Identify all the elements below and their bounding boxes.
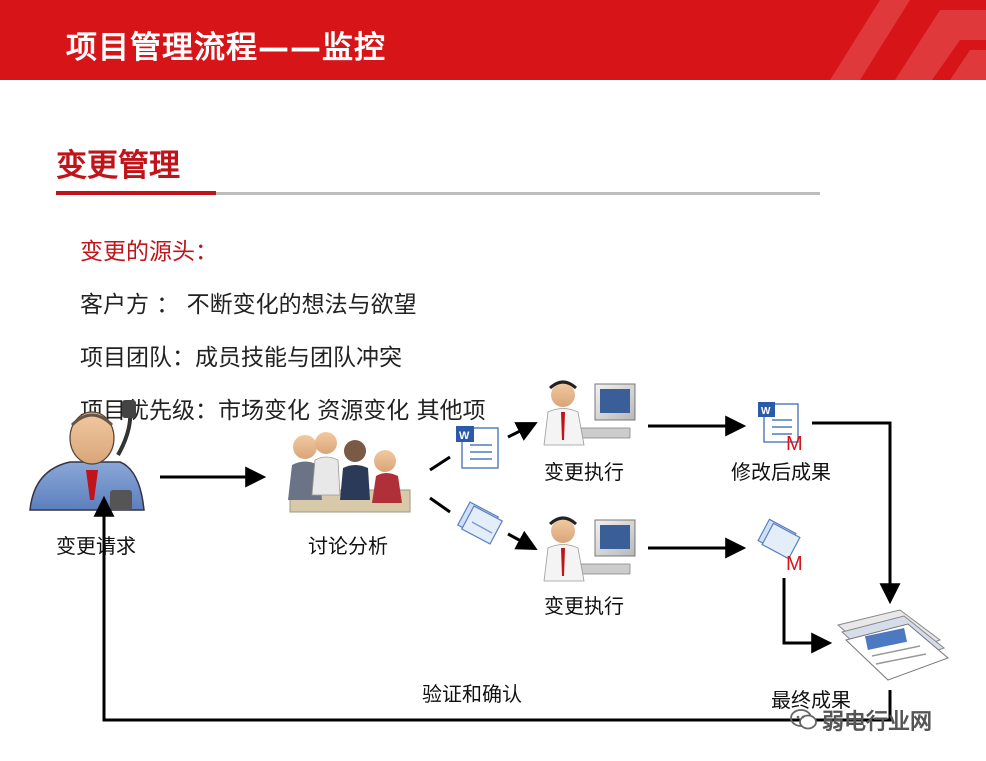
modified-documents-icon-bottom xyxy=(757,518,801,560)
word-glyph-top: W xyxy=(459,430,470,442)
title-rule-accent xyxy=(56,191,216,195)
modified-document-icon-top xyxy=(758,402,799,443)
label-final-result: 最终成果 xyxy=(771,688,851,712)
watermark: 弱电行业网 xyxy=(790,704,932,736)
section-title: 变更管理 xyxy=(56,148,180,184)
bullet-priority: 项目优先级：市场变化 资源变化 其他项 xyxy=(80,398,486,424)
logo-decoration xyxy=(830,0,986,80)
modified-mark-top: M xyxy=(786,433,803,455)
label-verify-confirm: 验证和确认 xyxy=(422,682,522,706)
caller-icon xyxy=(29,400,145,511)
word-glyph-modified: W xyxy=(761,406,771,417)
label-modified-result: 修改后成果 xyxy=(731,460,831,484)
bullet-team: 项目团队：成员技能与团队冲突 xyxy=(80,345,402,371)
label-execute-bottom: 变更执行 xyxy=(544,594,624,618)
team-discussion-icon xyxy=(288,432,411,513)
bullet-customer: 客户方 ： 不断变化的想法与欲望 xyxy=(80,292,417,318)
executor-workstation-icon-bottom xyxy=(543,516,636,582)
title-rule xyxy=(56,192,820,195)
word-document-icon xyxy=(456,426,499,469)
modified-mark-bottom: M xyxy=(786,553,803,575)
label-discussion: 讨论分析 xyxy=(308,534,388,558)
header-bar: 项目管理流程——监控 xyxy=(0,0,986,80)
header-title: 项目管理流程——监控 xyxy=(66,30,386,66)
watermark-text: 弱电行业网 xyxy=(822,710,933,735)
final-result-icon xyxy=(836,609,949,681)
wechat-icon xyxy=(790,709,817,730)
executor-workstation-icon-top xyxy=(543,380,636,446)
bullet-change-source: 变更的源头： xyxy=(80,239,218,265)
label-change-request: 变更请求 xyxy=(56,534,136,558)
label-execute-top: 变更执行 xyxy=(544,460,624,484)
documents-stack-icon xyxy=(456,501,504,545)
